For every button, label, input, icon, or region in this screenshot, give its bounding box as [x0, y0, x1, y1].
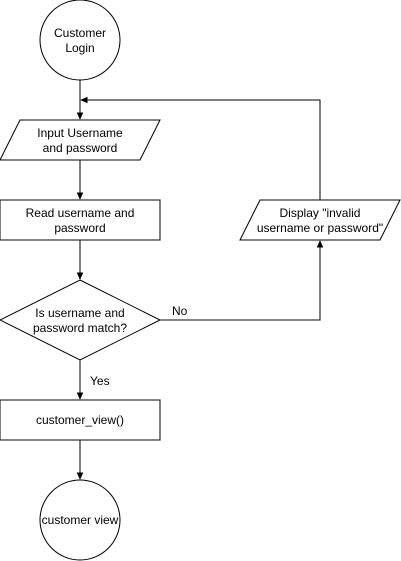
- edge-decision-no-to-display: [160, 241, 320, 321]
- input-credentials-node: [0, 119, 161, 161]
- read-credentials-process: [0, 199, 161, 241]
- decision-label-line2: password match?: [33, 321, 127, 335]
- end-node-customer-view: [39, 479, 121, 561]
- start-node-label-line2: Login: [65, 41, 94, 55]
- edge-display-loop-back: [81, 100, 321, 200]
- decision-label-line1: Is username and: [35, 306, 124, 320]
- input-node-label-line1: Input Username: [37, 126, 123, 140]
- customer-view-process: [0, 399, 161, 441]
- input-node-label-line2: and password: [43, 141, 118, 155]
- start-node-label-line1: Customer: [54, 26, 106, 40]
- display-invalid-label-line1: Display "invalid: [280, 206, 361, 220]
- start-node-customer-login: [39, 0, 121, 81]
- display-invalid-label-line2: username or password": [257, 221, 383, 235]
- display-invalid-node: [239, 199, 401, 241]
- edge-label-no: No: [172, 304, 188, 318]
- read-node-label-line2: password: [54, 221, 105, 235]
- credentials-match-decision: [0, 279, 162, 361]
- read-node-label-line1: Read username and: [26, 206, 135, 220]
- end-node-label: customer view: [42, 513, 119, 527]
- customer-view-process-label: customer_view(): [36, 413, 124, 427]
- edge-label-yes: Yes: [90, 374, 110, 388]
